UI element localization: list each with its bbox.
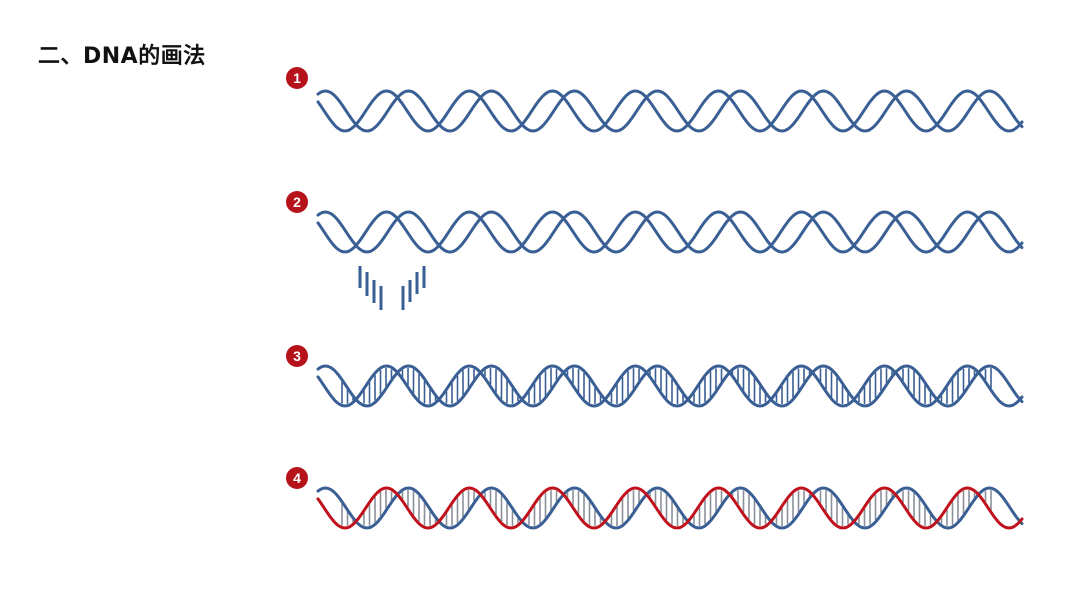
helix-step-2 — [316, 210, 1024, 254]
strand-b — [316, 486, 1024, 530]
strand-a — [316, 89, 1024, 133]
strand-b — [316, 210, 1024, 254]
strand-b — [316, 89, 1024, 133]
step-badge-4: 4 — [286, 467, 308, 489]
strand-a — [316, 364, 1024, 408]
helix-step-3 — [316, 364, 1024, 408]
strand-b — [316, 364, 1024, 408]
strand-a — [316, 486, 1024, 530]
page-title: 二、DNA的画法 — [38, 44, 206, 69]
step-badge-3: 3 — [286, 345, 308, 367]
rung-fragments — [358, 266, 426, 310]
strand-a — [316, 210, 1024, 254]
step-badge-1: 1 — [286, 67, 308, 89]
helix-step-4 — [316, 486, 1024, 530]
helix-step-1 — [316, 89, 1024, 133]
step-badge-2: 2 — [286, 191, 308, 213]
